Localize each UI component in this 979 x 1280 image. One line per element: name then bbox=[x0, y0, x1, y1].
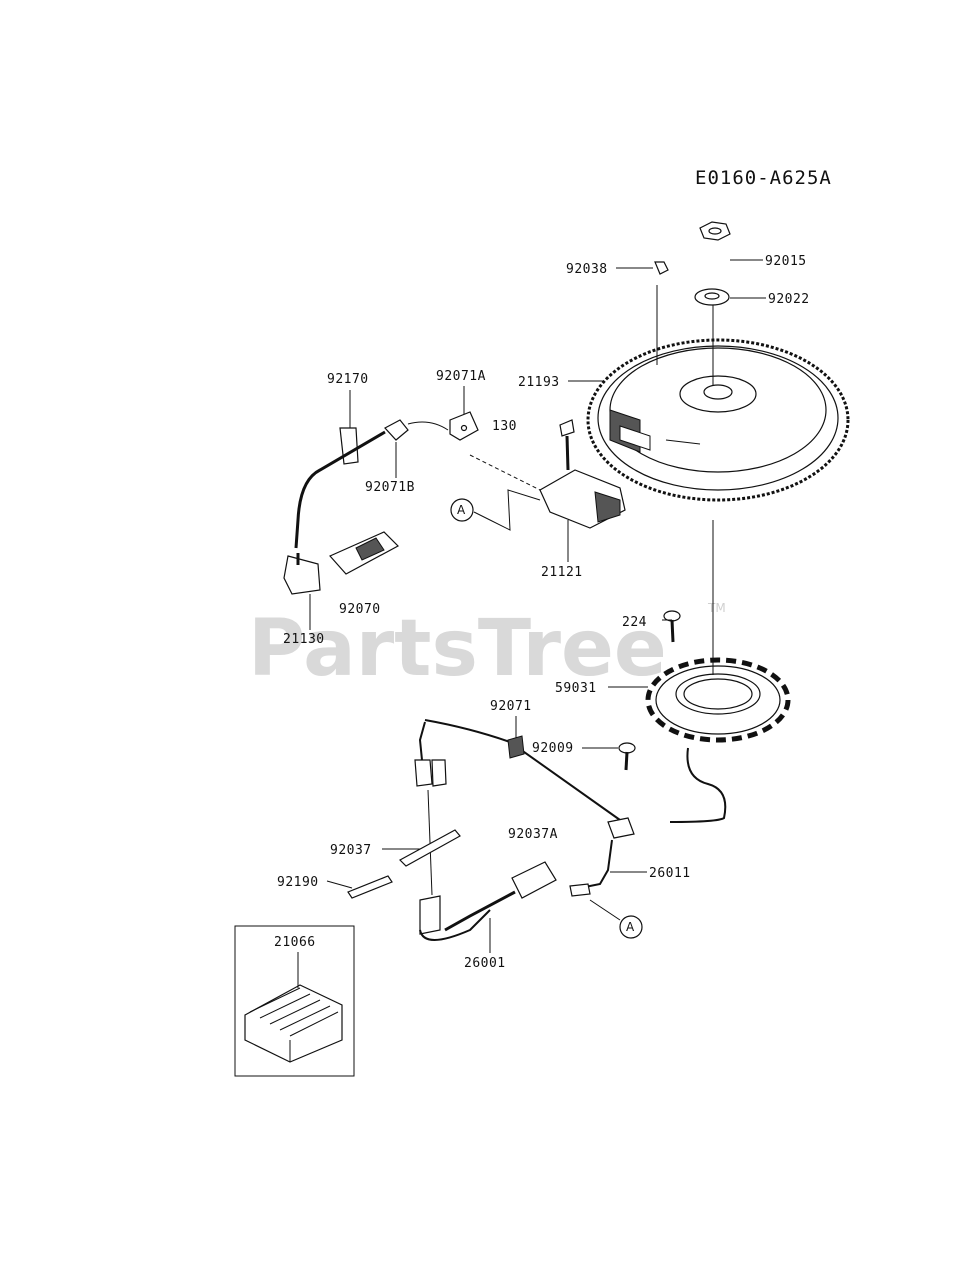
regulator-box bbox=[234, 925, 355, 1077]
label-21193: 21193 bbox=[518, 375, 560, 390]
lead-26011[interactable] bbox=[569, 839, 613, 897]
label-92071B: 92071B bbox=[365, 480, 415, 495]
label-21130: 21130 bbox=[283, 632, 325, 647]
watermark-trademark: TM bbox=[707, 601, 726, 615]
tube-92190[interactable] bbox=[347, 875, 393, 899]
bolt-130[interactable] bbox=[559, 419, 575, 471]
label-224: 224 bbox=[622, 615, 647, 630]
label-92009: 92009 bbox=[532, 741, 574, 756]
label-21121: 21121 bbox=[541, 565, 583, 580]
label-59031: 59031 bbox=[555, 681, 597, 696]
connector-marker-top: A bbox=[450, 489, 541, 531]
ht-lead bbox=[407, 421, 449, 431]
label-92037A: 92037A bbox=[508, 827, 558, 842]
label-92038: 92038 bbox=[566, 262, 608, 277]
stator-lead bbox=[669, 747, 727, 823]
label-21066: 21066 bbox=[274, 935, 316, 950]
plug-cap-21130[interactable] bbox=[283, 553, 321, 595]
label-130: 130 bbox=[492, 419, 517, 434]
svg-text:A: A bbox=[626, 920, 635, 934]
washer-92022[interactable] bbox=[694, 288, 730, 306]
screw-92009[interactable] bbox=[618, 742, 636, 771]
plug-cap-92071B[interactable] bbox=[384, 419, 409, 441]
label-92190: 92190 bbox=[277, 875, 319, 890]
lead-26001[interactable] bbox=[444, 861, 557, 932]
reference-code: E0160-A625A bbox=[695, 167, 832, 189]
spark-plug-92070[interactable] bbox=[329, 531, 399, 575]
label-92071: 92071 bbox=[490, 699, 532, 714]
flywheel-21193[interactable] bbox=[586, 338, 850, 502]
connector-marker-bottom: A bbox=[589, 899, 643, 939]
label-92170: 92170 bbox=[327, 372, 369, 387]
tube-92037[interactable] bbox=[399, 829, 461, 867]
plug-lead bbox=[294, 430, 386, 549]
watermark: PartsTree bbox=[248, 604, 667, 694]
clip-92170[interactable] bbox=[339, 427, 359, 465]
label-92070: 92070 bbox=[339, 602, 381, 617]
nut-92015[interactable] bbox=[699, 221, 731, 241]
plate-92071A[interactable] bbox=[449, 411, 479, 441]
clamp-92071[interactable] bbox=[507, 735, 525, 759]
regulator-21066[interactable] bbox=[244, 984, 343, 1063]
label-92071A: 92071A bbox=[436, 369, 486, 384]
label-92015: 92015 bbox=[765, 254, 807, 269]
label-92022: 92022 bbox=[768, 292, 810, 307]
label-26011: 26011 bbox=[649, 866, 691, 881]
stator-59031[interactable] bbox=[645, 657, 791, 743]
key-92038[interactable] bbox=[654, 261, 669, 275]
ignition-coil-21121[interactable] bbox=[469, 454, 626, 529]
bracket-92037A[interactable] bbox=[607, 817, 635, 839]
label-26001: 26001 bbox=[464, 956, 506, 971]
label-92037: 92037 bbox=[330, 843, 372, 858]
svg-text:A: A bbox=[457, 503, 466, 517]
bolt-224[interactable] bbox=[663, 610, 681, 643]
